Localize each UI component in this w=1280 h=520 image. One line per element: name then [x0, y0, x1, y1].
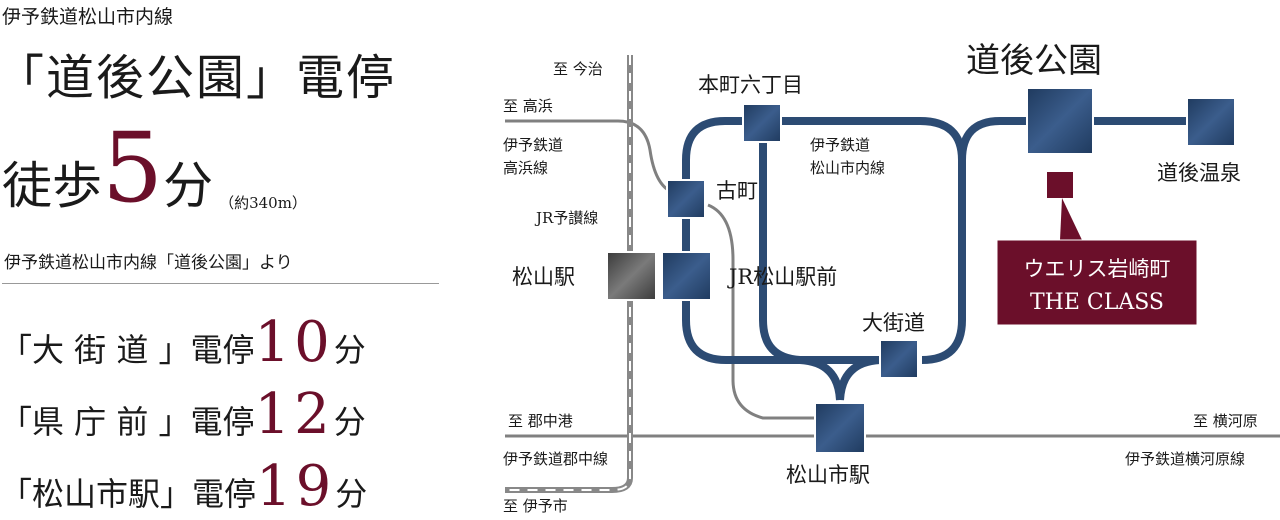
line-name: 伊予鉄道松山市内線: [2, 6, 174, 28]
route-station: 「県 庁 前 」電停: [0, 403, 255, 441]
station-furumachi[interactable]: [666, 179, 706, 219]
station-honmachi[interactable]: [742, 103, 782, 143]
label-jr-matsuyama-ekimae: JR松山駅前: [727, 265, 837, 289]
from-label: 伊予鉄道松山市内線「道後公園」より: [4, 253, 293, 273]
dir-gunchu: 至 郡中港: [508, 412, 573, 430]
station-okaido[interactable]: [879, 339, 919, 379]
property-name: ウエリス岩崎町: [1024, 257, 1171, 281]
walk-unit: 分: [163, 157, 214, 215]
route-list: 「大 街 道 」電停 10 分 「県 庁 前 」電停 12 分 「松山市駅」電停…: [0, 305, 440, 519]
route-unit: 分: [333, 403, 366, 441]
station-matsuyama[interactable]: [606, 251, 657, 301]
route-item: 「松山市駅」電停 19 分: [0, 447, 440, 519]
property-marker[interactable]: [1047, 172, 1073, 198]
divider: [2, 283, 439, 284]
route-item: 「県 庁 前 」電停 12 分: [0, 375, 440, 447]
city-line-label-1: 伊予鉄道: [810, 136, 870, 154]
route-unit: 分: [335, 475, 368, 513]
property-subname: THE CLASS: [1030, 290, 1164, 315]
station-dogo-onsen[interactable]: [1186, 97, 1236, 147]
jr-line-dash: [505, 55, 631, 491]
walk-minutes: 5: [102, 112, 164, 224]
station-dogo-koen[interactable]: [1026, 87, 1094, 155]
dir-iyoshi: 至 伊予市: [503, 497, 568, 515]
route-minutes: 19: [256, 454, 336, 519]
takahama-line: [505, 119, 673, 194]
label-matsuyama: 松山駅: [512, 265, 575, 289]
label-okaido: 大街道: [862, 311, 925, 335]
station-matsuyamashi[interactable]: [814, 402, 866, 454]
walk-prefix: 徒歩: [2, 157, 102, 215]
yokogawara-line-label: 伊予鉄道横河原線: [1125, 450, 1245, 468]
route-minutes: 12: [254, 382, 334, 447]
callout-pointer: [1060, 198, 1082, 240]
route-station: 「大 街 道 」電停: [0, 331, 255, 369]
label-matsuyamashi: 松山市駅: [786, 463, 870, 487]
label-honmachi: 本町六丁目: [698, 73, 803, 97]
route-station: 「松山市駅」電停: [0, 475, 257, 513]
takahama-line-south: [707, 203, 815, 420]
route-unit: 分: [333, 331, 366, 369]
walk-time: 徒歩 5 分 （約340m）: [2, 108, 307, 218]
label-dogo-koen: 道後公園: [966, 41, 1102, 81]
tram-lines: [682, 117, 1210, 401]
dir-takahama: 至 高浜: [503, 97, 553, 115]
jr-line-label: JR予讃線: [534, 209, 598, 227]
walk-distance: （約340m）: [219, 194, 307, 212]
property-callout[interactable]: [996, 239, 1198, 326]
label-furumachi: 古町: [716, 179, 758, 203]
label-dogo-onsen: 道後温泉: [1157, 161, 1241, 185]
route-item: 「大 街 道 」電停 10 分: [0, 305, 440, 375]
gunchu-line-label: 伊予鉄道郡中線: [503, 450, 608, 468]
takahama-line-label-1: 伊予鉄道: [503, 136, 563, 154]
dir-imabari: 至 今治: [553, 60, 603, 78]
takahama-line-label-2: 高浜線: [503, 159, 548, 177]
station-heading: 「道後公園」電停: [0, 50, 397, 106]
station-jr-matsuyama-ekimae[interactable]: [661, 251, 712, 301]
city-line-label-2: 松山市内線: [810, 159, 885, 177]
route-minutes: 10: [254, 310, 334, 375]
dir-yokogawara: 至 横河原: [1193, 412, 1258, 430]
